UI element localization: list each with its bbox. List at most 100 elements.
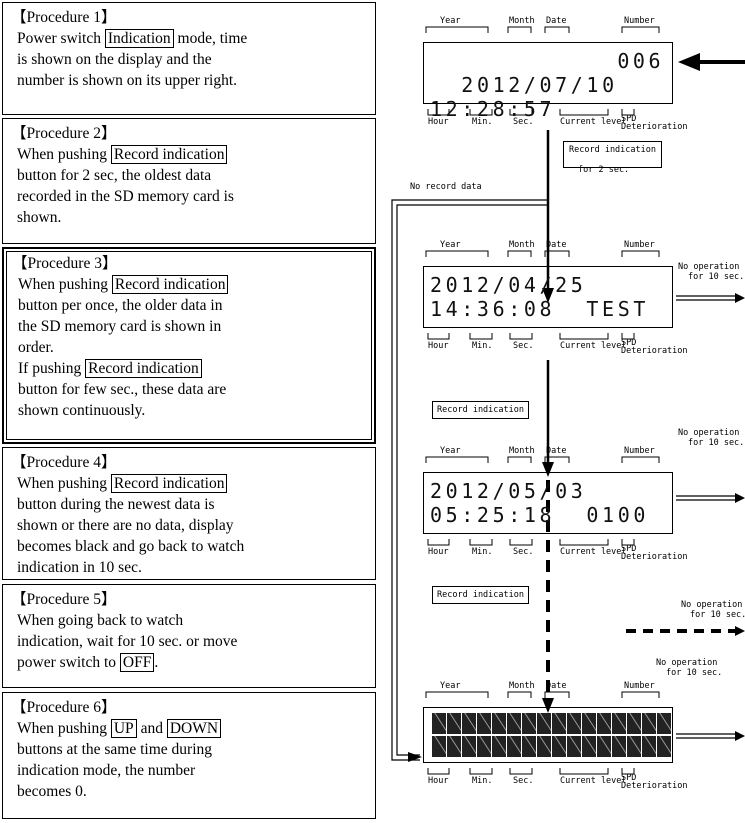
procedure-2-line: button for 2 sec, the oldest data [17,165,369,186]
procedure-1-line: number is shown on its upper right. [17,70,369,91]
procedure-6-line: buttons at the same time during [17,739,369,760]
procedure-4-line: button during the newest data is [17,494,369,515]
no-operation-label-4: No operation [656,658,718,668]
blackout-cell [522,713,536,734]
number-label: Number [624,446,655,456]
text-segment: indication, wait for 10 sec. or move [17,633,238,650]
year-label: Year [440,681,461,691]
text-segment: is shown on the display and the [17,51,212,68]
procedure-4-line: becomes black and go back to watch [17,536,369,557]
date-label: Date [546,446,567,456]
display-1-line1: 2012/07/10 [461,73,618,97]
month-label: Month [509,240,535,250]
blackout-cell [567,736,581,757]
spd-label: SPD [621,338,637,348]
procedure-4-line: When pushing Record indication [17,473,369,494]
text-segment: number is shown on its upper right. [17,72,237,89]
current-level-label: Current level [560,341,627,351]
current-level-label: Current level [560,776,627,786]
display-3-line2: 05:25:18 0100 [430,503,649,527]
hour-label: Hour [428,776,449,786]
blackout-cell [657,713,671,734]
procedure-1-line: Power switch Indication mode, time [17,28,369,49]
sec-label: Sec. [513,341,534,351]
number-label: Number [624,16,655,26]
blackout-cell [522,736,536,757]
date-label: Date [546,240,567,250]
text-segment: When pushing [17,720,111,737]
spd-label: SPD [621,773,637,783]
min-label: Min. [472,117,493,127]
keyword-box: OFF [119,653,155,672]
blackout-cell [582,736,596,757]
display-3-line1: 2012/05/03 [430,479,587,503]
keyword-box: DOWN [166,719,222,738]
procedure-1-title: 【Procedure 1】 [11,9,117,26]
blackout-cell [507,713,521,734]
date-label: Date [546,681,567,691]
blackout-cell [537,713,551,734]
procedure-2-line: When pushing Record indication [17,144,369,165]
text-segment: shown continuously. [18,402,146,419]
procedure-3-line: When pushing Record indication [18,274,368,295]
blackout-cell [432,713,446,734]
procedure-3-title: 【Procedure 3】 [12,255,118,272]
procedure-4-line: shown or there are no data, display [17,515,369,536]
deterioration-label: Deterioration [621,552,688,562]
text-segment: button per once, the older data in [18,297,223,314]
month-label: Month [509,681,535,691]
keyword-box: Record indication [110,145,228,164]
procedure-3-line: If pushing Record indication [18,358,368,379]
number-label: Number [624,681,655,691]
blackout-cell [432,736,446,757]
display-2-line1: 2012/04/25 [430,273,587,297]
text-segment: Power switch [17,30,105,47]
procedure-6-line: When pushing UP and DOWN [17,718,369,739]
hour-label: Hour [428,117,449,127]
procedure-4-box: 【Procedure 4】When pushing Record indicat… [2,447,376,580]
blackout-cell [582,713,596,734]
blackout-cell [447,736,461,757]
procedure-3-line: the SD memory card is shown in [18,316,368,337]
hour-label: Hour [428,341,449,351]
text-segment: indication mode, the number [17,762,196,779]
display-2: 2012/04/25 14:36:08 TEST [423,266,673,328]
display-2-line2: 14:36:08 TEST [430,297,649,321]
keyword-box: Record indication [85,359,202,378]
text-segment: power switch to [17,654,120,671]
keyword-box: Record indication [110,474,228,493]
text-segment: order. [18,339,54,356]
text-segment: button during the newest data is [17,496,215,513]
blackout-cell [507,736,521,757]
keyword-box: Record indication [111,275,229,294]
min-label: Min. [472,341,493,351]
text-segment: becomes 0. [17,783,87,800]
blackout-cell [477,713,491,734]
arrow-head-2 [542,462,554,477]
year-label: Year [440,446,461,456]
no-operation-label-1: No operation [678,262,740,272]
no-record-path-outer [391,199,548,761]
blackout-cell [627,713,641,734]
arrow-head-no-record [408,752,422,762]
procedure-1-box: 【Procedure 1】 Power switch Indication mod… [2,2,376,115]
deterioration-label: Deterioration [621,122,688,132]
blackout-cell [612,736,626,757]
year-label: Year [440,240,461,250]
date-label: Date [546,16,567,26]
text-segment: When pushing [17,146,111,163]
for-10-sec-label-4: for 10 sec. [666,668,723,678]
procedure-3-box: 【Procedure 3】 When pushing Record indicat… [2,247,376,444]
text-segment: the SD memory card is shown in [18,318,222,335]
blackout-cell [492,736,506,757]
blackout-cell [447,713,461,734]
display-1-line2: 12:28:57 [430,97,556,121]
procedure-3-line: order. [18,337,368,358]
blackout-cell [597,713,611,734]
exit-head-dashed [735,626,745,636]
procedure-1-line: is shown on the display and the [17,49,369,70]
sec-label: Sec. [513,547,534,557]
